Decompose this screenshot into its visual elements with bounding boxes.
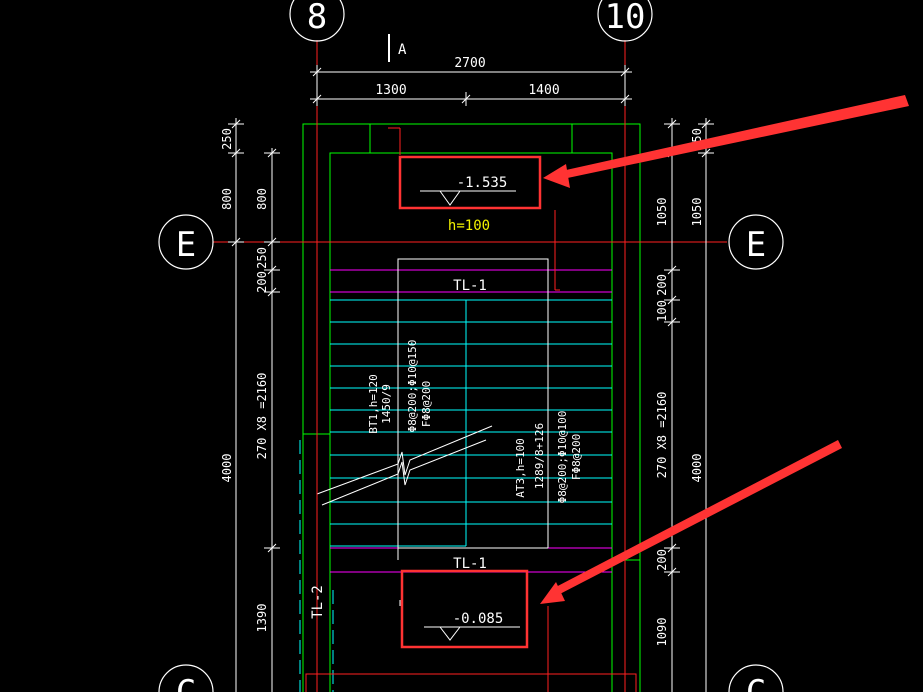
dim-left-inner-flight: 270 X8 =2160 xyxy=(255,373,269,460)
dim-right-inner-mid: 1050 xyxy=(655,198,669,227)
dim-left-inner-a: 200 xyxy=(255,271,269,293)
axis-bubble-e-right: E xyxy=(728,214,784,270)
section-mark-label: A xyxy=(398,42,407,58)
beam-label-top: TL-1 xyxy=(453,278,487,294)
bt1-line-2: 1450/9 xyxy=(380,384,393,424)
arrow-top xyxy=(543,95,909,188)
axis-lines xyxy=(213,40,727,692)
flight-at3-annotation: AT3,h=100 1289/8+126 Φ8@200;Φ10@100 FΦ8@… xyxy=(514,411,583,504)
landing-top-thickness: h=100 xyxy=(448,218,490,234)
bottom-slab-edge xyxy=(305,673,637,692)
landing-bottom-elevation-text: -0.085 xyxy=(453,611,504,627)
dim-left-width: 1300 xyxy=(375,83,406,98)
dim-left-inner-top: 800 xyxy=(255,188,269,210)
axis-bubble-c-right: C xyxy=(728,664,784,692)
dim-left-outer-bottom: 1390 xyxy=(255,604,269,633)
dim-right-inner-a: 200 xyxy=(655,274,669,296)
dim-right-inner-c: 200 xyxy=(655,549,669,571)
axis-bubble-8: 8 xyxy=(289,0,345,42)
bt1-line-1: BT1,h=120 xyxy=(367,374,380,434)
axis-bubble-10: 10 xyxy=(597,0,653,42)
dim-right-outer-main: 4000 xyxy=(690,454,704,483)
dim-total-width: 2700 xyxy=(454,56,485,71)
dim-left-inner-b: 250 xyxy=(255,247,269,269)
dim-right-inner-top-second: 1050 xyxy=(690,198,704,227)
at3-line-3: Φ8@200;Φ10@100 xyxy=(556,411,569,504)
axis-bubble-c-left: C xyxy=(158,664,214,692)
axis-label-c-right: C xyxy=(746,673,766,692)
dim-right-inner-flight: 270 X8 =2160 xyxy=(655,392,669,479)
bt1-line-3: Φ8@200;Φ10@150 xyxy=(406,340,419,433)
axis-bubble-e-left: E xyxy=(158,214,214,270)
axis-label-e-right: E xyxy=(746,225,766,265)
axis-label-10: 10 xyxy=(605,0,646,37)
at3-line-4: FΦ8@200 xyxy=(570,434,583,480)
break-line xyxy=(316,425,493,506)
axis-label-c-left: C xyxy=(176,673,196,692)
landing-bottom-elevation: -0.085 xyxy=(424,611,520,641)
landing-top-elevation: -1.535 xyxy=(420,175,516,206)
highlight-box-top xyxy=(398,155,542,210)
arrow-bottom xyxy=(540,440,842,604)
dim-right-width: 1400 xyxy=(528,83,559,98)
tl2-beam-dashes xyxy=(299,440,334,692)
at3-line-2: 1289/8+126 xyxy=(533,423,546,489)
axis-label-e-left: E xyxy=(176,225,196,265)
at3-line-1: AT3,h=100 xyxy=(514,438,527,498)
beam-label-bottom: TL-1 xyxy=(453,556,487,572)
dim-left-outer-mid: 800 xyxy=(220,188,234,210)
stair-well-outline xyxy=(397,258,549,606)
left-dimension-lines xyxy=(228,118,280,692)
dim-right-inner-b: 100 xyxy=(655,300,669,322)
top-dimension-lines xyxy=(310,65,632,106)
bt1-line-4: FΦ8@200 xyxy=(420,381,433,427)
highlight-box-bottom xyxy=(400,569,529,649)
section-mark: A xyxy=(388,34,407,62)
axis-label-8: 8 xyxy=(307,0,327,37)
dim-left-outer-top: 250 xyxy=(220,128,234,150)
right-dimension-lines xyxy=(664,118,714,692)
flight-bt1-annotation: BT1,h=120 1450/9 Φ8@200;Φ10@150 FΦ8@200 xyxy=(367,340,433,434)
dim-right-inner-d: 1090 xyxy=(655,618,669,647)
dim-left-outer-main: 4000 xyxy=(220,454,234,483)
landing-top-elevation-text: -1.535 xyxy=(457,175,508,191)
beam-label-side: TL-2 xyxy=(310,585,326,619)
